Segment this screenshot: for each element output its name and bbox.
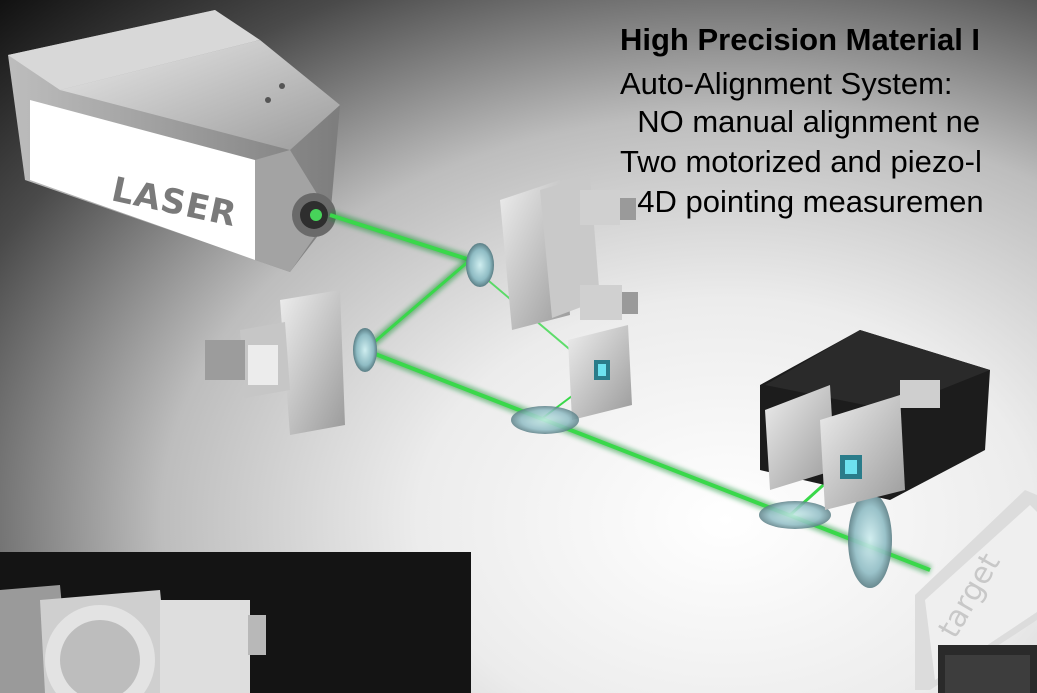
upper-mirror-mount xyxy=(466,175,638,330)
text-line-4: 4D pointing measuremen xyxy=(620,184,984,219)
detector-plate xyxy=(568,325,632,420)
focusing-lens xyxy=(848,492,892,588)
lower-mirror-mount xyxy=(205,290,377,435)
title-text: High Precision Material I xyxy=(620,22,981,57)
sample-stage xyxy=(760,330,990,510)
text-line-3: Two motorized and piezo-l xyxy=(620,144,982,179)
inset-camera xyxy=(938,645,1037,693)
beam-splitter-1 xyxy=(511,406,579,434)
laser-housing: LASER xyxy=(8,10,340,272)
beam-splitter-2 xyxy=(759,501,831,529)
text-line-2: NO manual alignment ne xyxy=(620,104,981,139)
inset-photo xyxy=(0,552,471,693)
text-line-1: Auto-Alignment System: xyxy=(620,66,953,101)
